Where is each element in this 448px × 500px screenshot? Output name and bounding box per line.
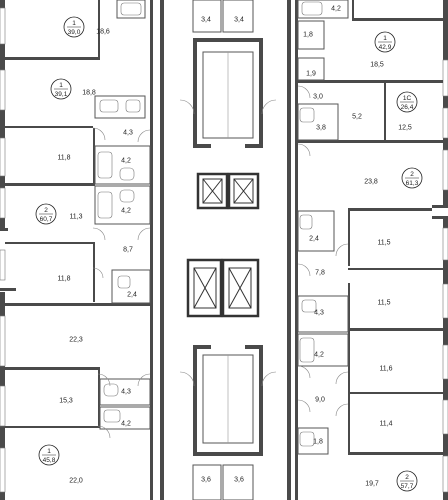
apartment-badge: 139,0 (63, 16, 85, 38)
room-area-label: 3,0 (313, 94, 323, 101)
room-area-label: 3,6 (201, 477, 211, 484)
room-area-label: 4,3 (121, 389, 131, 396)
apartment-badge: 142,9 (374, 31, 396, 53)
top-staircase (202, 51, 254, 139)
left-bathrooms (94, 0, 151, 430)
apartment-room-count: 2 (410, 171, 414, 178)
room-area-label: 1,9 (306, 71, 316, 78)
bottom-elevators (186, 258, 260, 318)
left-doors (92, 127, 151, 439)
room-area-label: 3,8 (316, 125, 326, 132)
apartment-room-count: 1 (72, 20, 76, 27)
room-area-label: 11,5 (377, 240, 390, 247)
apartment-room-count: 1 (383, 35, 387, 42)
bottom-staircase (202, 354, 254, 444)
top-elevators (196, 172, 260, 210)
room-area-label: 18,6 (96, 29, 110, 36)
apartment-room-count: 2 (405, 474, 409, 481)
room-area-label: 3,6 (234, 477, 244, 484)
apartment-badge: 139,1 (50, 78, 72, 100)
right-building-walls (287, 0, 448, 500)
apartment-room-count: 1 (47, 448, 51, 455)
room-area-label: 18,5 (370, 62, 384, 69)
room-area-label: 15,3 (59, 398, 73, 405)
room-area-label: 3,4 (201, 17, 211, 24)
central-core (179, 0, 277, 500)
room-area-label: 4,3 (314, 310, 324, 317)
room-area-label: 11,8 (57, 155, 70, 162)
apartment-total-area: 42,9 (379, 44, 392, 51)
apartment-total-area: 39,1 (55, 91, 68, 98)
right-doors (297, 85, 349, 417)
apartment-badges: 139,0139,1260,7145,8142,91С26,4261,3257,… (35, 16, 423, 492)
room-area-label: 2,4 (127, 292, 137, 299)
room-area-label: 5,2 (352, 114, 362, 121)
room-area-label: 18,8 (82, 90, 96, 97)
room-area-label: 19,7 (365, 481, 379, 488)
left-building-walls (0, 0, 164, 500)
room-area-label: 7,8 (315, 270, 325, 277)
room-area-label: 2,4 (309, 236, 319, 243)
room-area-label: 12,5 (398, 125, 412, 132)
apartment-badge: 145,8 (38, 444, 60, 466)
apartment-badge: 1С 26,4 (396, 91, 418, 113)
apartment-total-area: 57,7 (401, 483, 414, 490)
apartment-room-count: 1 (59, 82, 63, 89)
right-bathrooms (297, 0, 349, 455)
room-area-label: 4,2 (331, 6, 341, 13)
apartment-total-area: 60,7 (40, 216, 53, 223)
room-area-label: 1,8 (313, 439, 323, 446)
apartment-room-count: 2 (44, 207, 48, 214)
room-area-label: 11,6 (379, 366, 392, 373)
apartment-total-area: 61,3 (406, 180, 419, 187)
room-area-label: 1,8 (303, 32, 313, 39)
room-area-label: 4,3 (123, 130, 133, 137)
room-area-label: 3,4 (234, 17, 244, 24)
apartment-total-area: 39,0 (68, 29, 81, 36)
room-area-label: 11,3 (69, 214, 82, 221)
apartment-badge: 260,7 (35, 203, 57, 225)
apartment-badge: 257,7 (396, 470, 418, 492)
room-area-label: 4,2 (121, 158, 131, 165)
room-area-label: 11,8 (57, 276, 70, 283)
apartment-total-area: 26,4 (401, 104, 414, 111)
apartment-room-count: 1С (403, 95, 412, 102)
apartment-badge: 261,3 (401, 167, 423, 189)
room-area-label: 4,2 (121, 421, 131, 428)
room-area-label: 4,2 (314, 352, 324, 359)
room-area-label: 8,7 (123, 247, 133, 254)
room-area-label: 23,8 (364, 179, 378, 186)
room-area-label: 9,0 (315, 397, 325, 404)
room-area-label: 22,0 (69, 478, 83, 485)
room-area-label: 11,5 (377, 300, 390, 307)
room-area-label: 11,4 (379, 421, 392, 428)
room-area-label: 22,3 (69, 337, 83, 344)
room-area-label: 4,2 (121, 208, 131, 215)
apartment-total-area: 45,8 (43, 457, 56, 464)
